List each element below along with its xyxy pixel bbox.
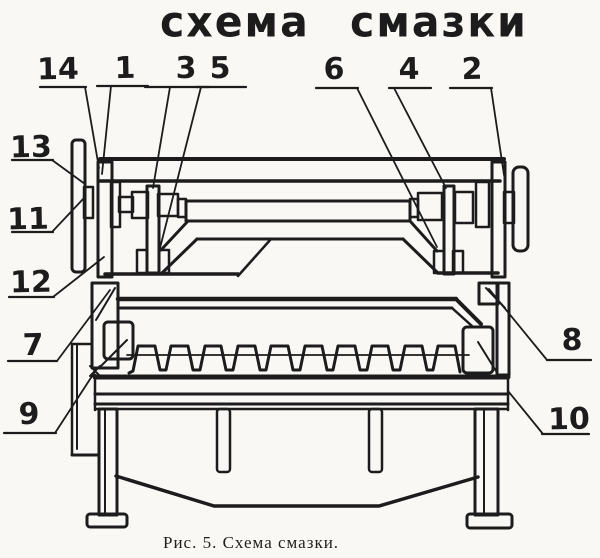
drain-pipe [70,342,100,457]
callout-2: 2 [461,51,483,88]
figure-caption: Рис. 5. Схема смазки. [163,533,340,552]
callout-11: 11 [6,201,50,238]
callout-13: 13 [9,129,53,166]
left-hub [82,185,95,220]
callout-3: 3 [175,50,197,87]
upper-beam [103,219,500,278]
callout-6: 6 [323,51,345,88]
oil-pan [114,474,480,508]
callout-1: 1 [114,50,136,87]
left-foot [85,512,129,529]
table [92,373,511,412]
left-leg [85,407,129,529]
callout-10: 10 [547,401,591,438]
right-lube-block [461,325,497,375]
frame-top-rails [98,157,506,183]
right-foot [465,512,514,530]
main-shaft [184,199,412,223]
hanger-rods [215,407,384,474]
callout-12: 12 [9,264,53,301]
right-handwheel-disc [511,165,530,253]
callout-leaders [51,85,548,435]
left-corner-bracket [90,281,120,370]
callout-7: 7 [22,327,44,364]
clamp-bar [115,295,483,328]
callout-4: 4 [398,51,420,88]
callout-14: 14 [36,51,80,88]
serrated-strip [126,344,470,375]
right-leg [465,407,514,530]
right-collar [474,180,491,229]
callout-underlines [2,84,593,436]
callout-8: 8 [561,322,583,359]
callout-9: 9 [18,396,40,433]
callout-5: 5 [209,50,231,87]
